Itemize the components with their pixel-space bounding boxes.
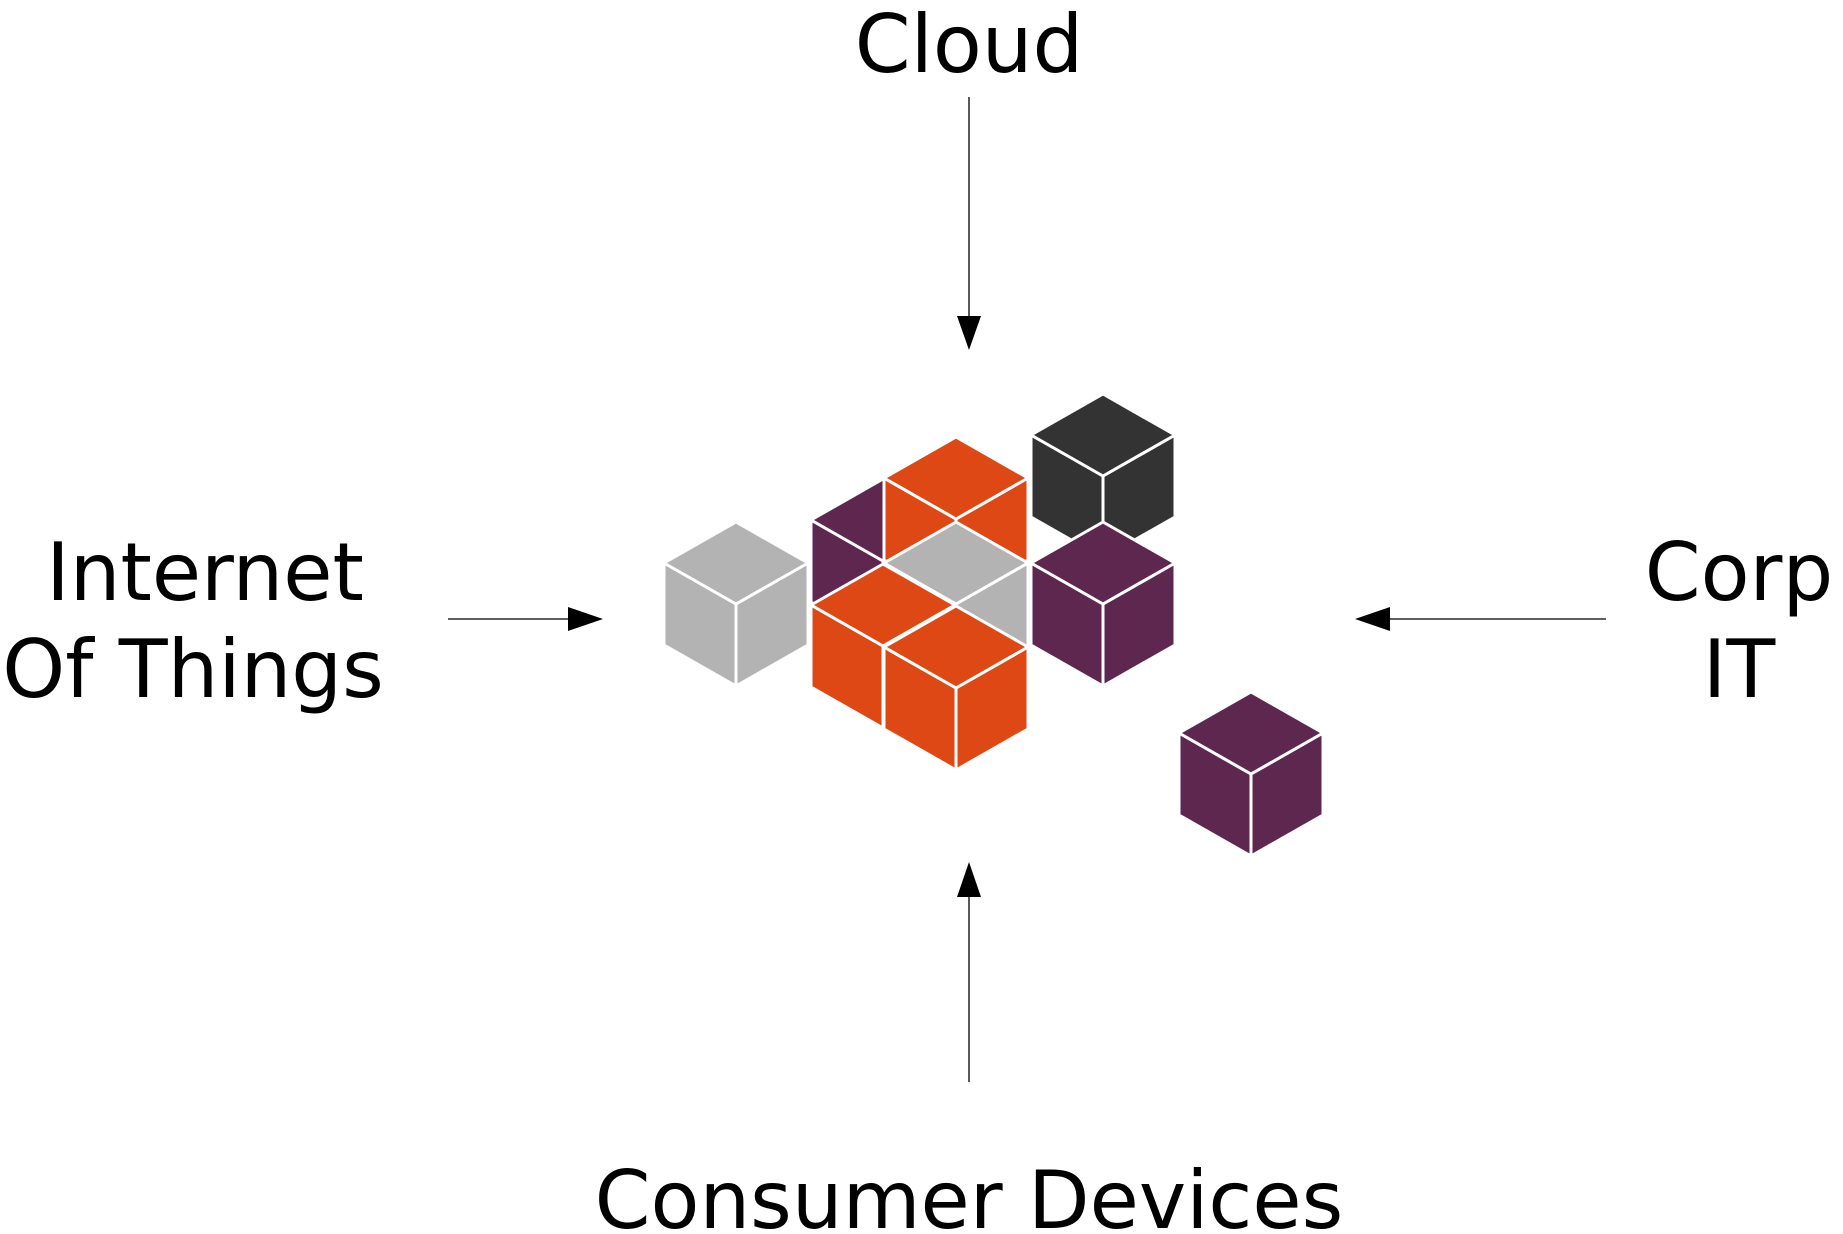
- corp-it-label-line2: IT: [1703, 623, 1777, 716]
- consumer-devices-label: Consumer Devices: [595, 1154, 1344, 1234]
- arrow-from-consumer-devices: [957, 862, 981, 1082]
- iot-label-line2: Of Things: [2, 623, 384, 716]
- dark-cube-top-top-face: [1029, 392, 1177, 478]
- purple-cube-detached-top-face: [1177, 690, 1325, 776]
- orange-cube-front: [882, 604, 1030, 772]
- grey-cube-left-top-face: [662, 520, 810, 606]
- purple-cube-detached: [1177, 690, 1325, 858]
- grey-cube-left: [662, 520, 810, 688]
- arrow-from-cloud: [957, 97, 981, 350]
- purple-cube-right-top-face: [1029, 520, 1177, 606]
- orange-cube-back-top-face: [882, 435, 1030, 521]
- corp-it-label-line1: Corp: [1645, 526, 1833, 619]
- arrow-from-iot: [448, 607, 603, 631]
- iot-label-line1: Internet: [46, 526, 364, 619]
- orange-cube-front-top-face: [882, 604, 1030, 690]
- arrow-from-corp-it: [1355, 607, 1606, 631]
- purple-cube-right: [1029, 520, 1177, 688]
- cube-cluster: [662, 392, 1325, 858]
- cloud-label: Cloud: [855, 0, 1084, 91]
